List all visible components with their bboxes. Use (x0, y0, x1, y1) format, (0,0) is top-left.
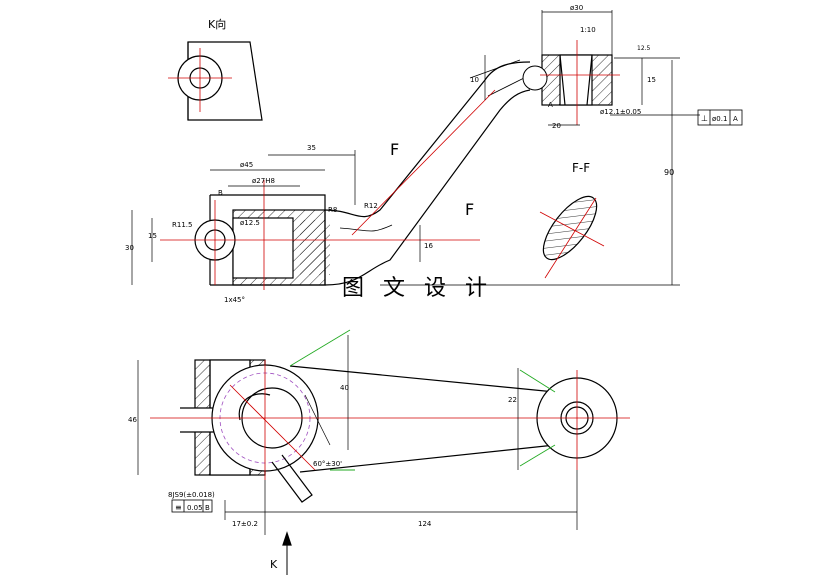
dim-r8: R8 (328, 206, 337, 214)
section-ff: F-F (539, 161, 605, 279)
dim-22: 22 (508, 396, 517, 404)
sym-datum: B (205, 504, 210, 512)
perp-tolerance: ø0.1 (712, 115, 727, 123)
top-view-dimensions: 46 40 22 60°±30' 8JS9(±0.018) ≡ 0.05 B 1… (128, 384, 517, 528)
watermark-text: 图 文 设 计 (342, 276, 493, 301)
front-view (131, 10, 743, 290)
arm-bottom-edge (299, 444, 556, 473)
perp-datum: A (733, 115, 738, 123)
section-ff-label: F-F (572, 161, 590, 175)
k-arrow-label: K (270, 558, 278, 571)
dim-35: 35 (307, 144, 316, 152)
datum-a: A (548, 101, 553, 109)
dim-8js9: 8JS9(±0.018) (168, 491, 215, 499)
dim-90: 90 (664, 168, 674, 177)
symmetry-frame (171, 499, 213, 513)
arm-lower-edge (324, 89, 531, 286)
dim-16: 16 (424, 242, 433, 250)
arm-upper-edge (324, 61, 531, 218)
dim-slope: 1:10 (580, 26, 596, 34)
sym-symbol: ≡ (175, 503, 182, 512)
dim-30: 30 (125, 244, 134, 252)
dim-phi45: ø45 (240, 161, 253, 169)
dim-r11-5: R11.5 (172, 221, 192, 229)
perpendicularity-frame (697, 109, 743, 126)
dim-phi27: ø27H8 (252, 177, 275, 185)
dim-60: 60°±30' (313, 460, 342, 468)
front-view-dimensions: ø30 1:10 12.5 10 15 20 ø12.1±0.05 ⊥ ø0.1… (125, 4, 738, 304)
sym-tolerance: 0.05 (187, 504, 203, 512)
top-view (137, 329, 630, 575)
dim-r12: R12 (364, 202, 378, 210)
dim-chamfer: 1x45° (224, 296, 245, 304)
dim-20: 20 (552, 122, 561, 130)
k-view-label: K向 (208, 17, 226, 31)
dim-124: 124 (418, 520, 432, 528)
section-mark-f1: F (390, 140, 399, 159)
dim-40: 40 (340, 384, 349, 392)
dim-46: 46 (128, 416, 137, 424)
dim-10: 10 (470, 76, 479, 84)
dim-phi12: ø12.1±0.05 (600, 108, 641, 116)
dim-15b: 15 (148, 232, 157, 240)
section-mark-f2: F (465, 200, 474, 219)
arm-top-edge (289, 365, 556, 393)
perp-symbol: ⊥ (701, 114, 708, 123)
datum-b: B (218, 189, 223, 197)
dim-15: 15 (647, 76, 656, 84)
k-view: K向 (168, 17, 263, 121)
dim-phi30: ø30 (570, 4, 583, 12)
dim-17: 17±0.2 (232, 520, 258, 528)
dim-phi12-5: ø12.5 (240, 219, 260, 227)
roughness-top: 12.5 (637, 45, 651, 52)
